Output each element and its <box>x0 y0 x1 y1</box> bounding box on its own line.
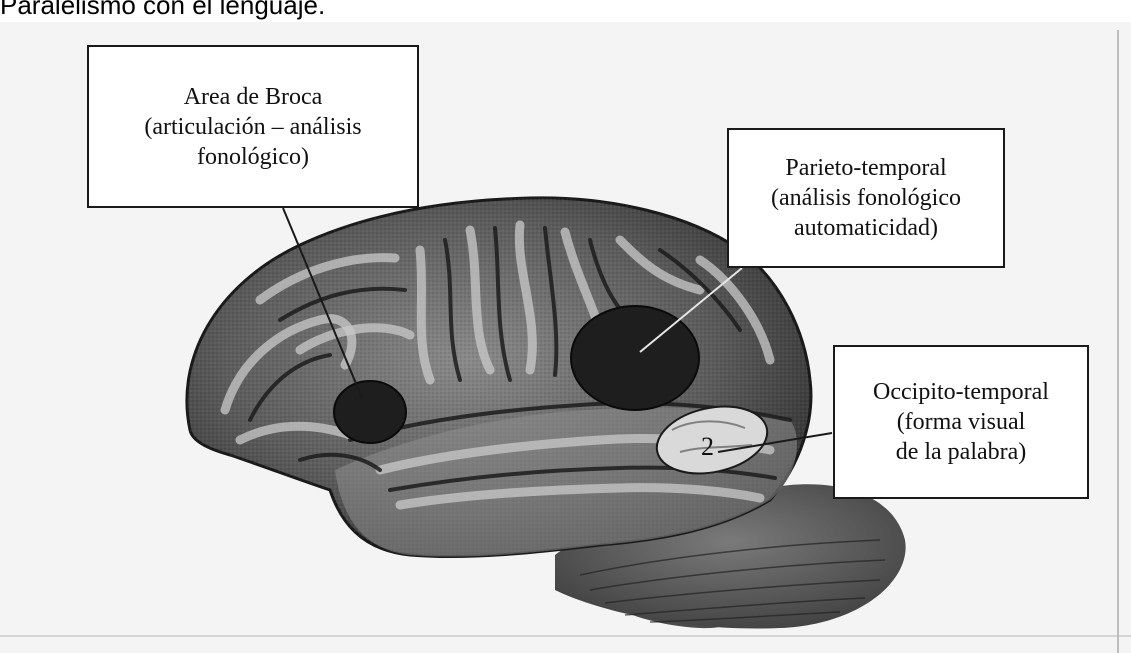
broca-label-detail-2: fonológico) <box>197 142 309 172</box>
occipito-temporal-label-title: Occipito-temporal <box>873 377 1049 407</box>
region-marker-number: 2 <box>701 432 714 461</box>
parieto-temporal-region <box>571 306 699 410</box>
broca-label-box: Area de Broca (articulación – análisis f… <box>87 45 419 208</box>
occipito-temporal-label-detail: (forma visual <box>897 407 1026 437</box>
broca-label-detail: (articulación – análisis <box>144 112 361 142</box>
occipito-temporal-label-box: Occipito-temporal (forma visual de la pa… <box>833 345 1089 499</box>
page-heading: Paralelismo con el lenguaje. <box>0 0 325 20</box>
parieto-temporal-label-box: Parieto-temporal (análisis fonológico au… <box>727 128 1005 268</box>
occipito-temporal-label-detail-2: de la palabra) <box>896 437 1027 467</box>
parieto-temporal-label-detail-2: automaticidad) <box>794 213 938 243</box>
parieto-temporal-label-detail: (análisis fonológico <box>771 183 961 213</box>
parieto-temporal-label-title: Parieto-temporal <box>785 153 946 183</box>
broca-region <box>334 381 406 443</box>
broca-label-title: Area de Broca <box>184 82 323 112</box>
